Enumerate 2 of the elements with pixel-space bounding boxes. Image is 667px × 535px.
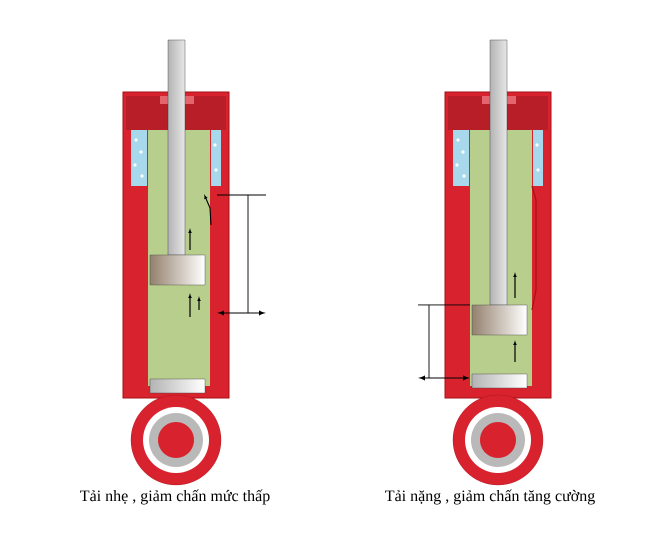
- caption-text: Tải nhẹ , giảm chấn mức thấp: [80, 489, 270, 504]
- caption-text: Tải nặng , giảm chấn tăng cường: [385, 489, 595, 504]
